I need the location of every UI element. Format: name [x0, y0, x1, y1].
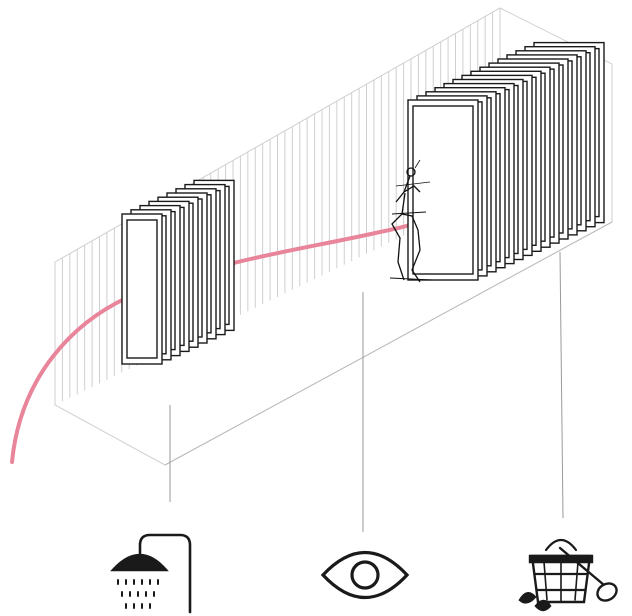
- sauna-bucket-icon: [520, 540, 620, 610]
- sauna-cage: [408, 43, 604, 280]
- shower-cage-frame: [122, 214, 162, 364]
- eye-icon: [323, 553, 407, 598]
- shower-cage: [122, 180, 234, 364]
- shower-icon: [113, 535, 190, 612]
